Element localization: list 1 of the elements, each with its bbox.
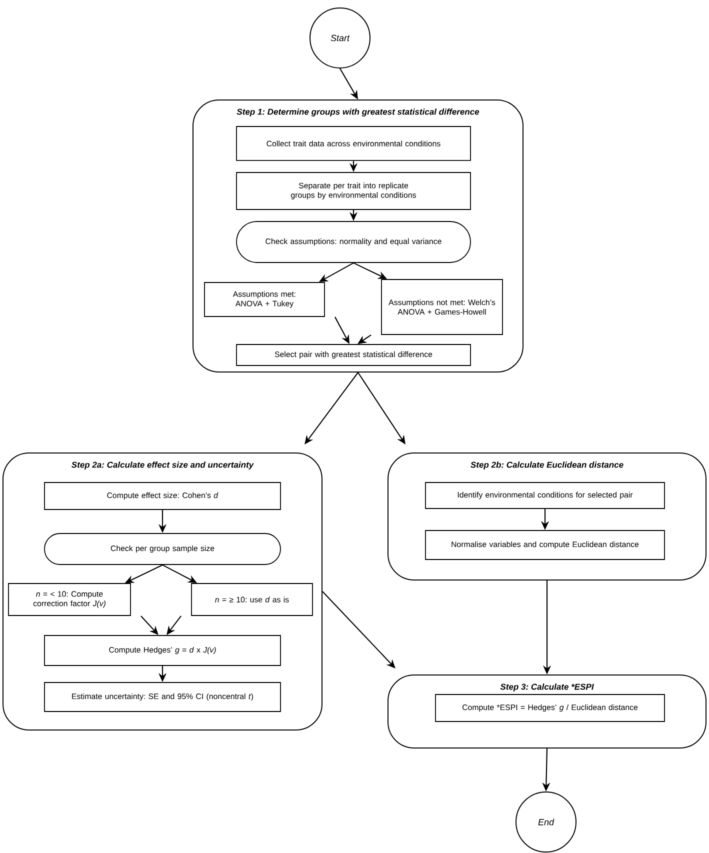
arrow [322,591,396,668]
